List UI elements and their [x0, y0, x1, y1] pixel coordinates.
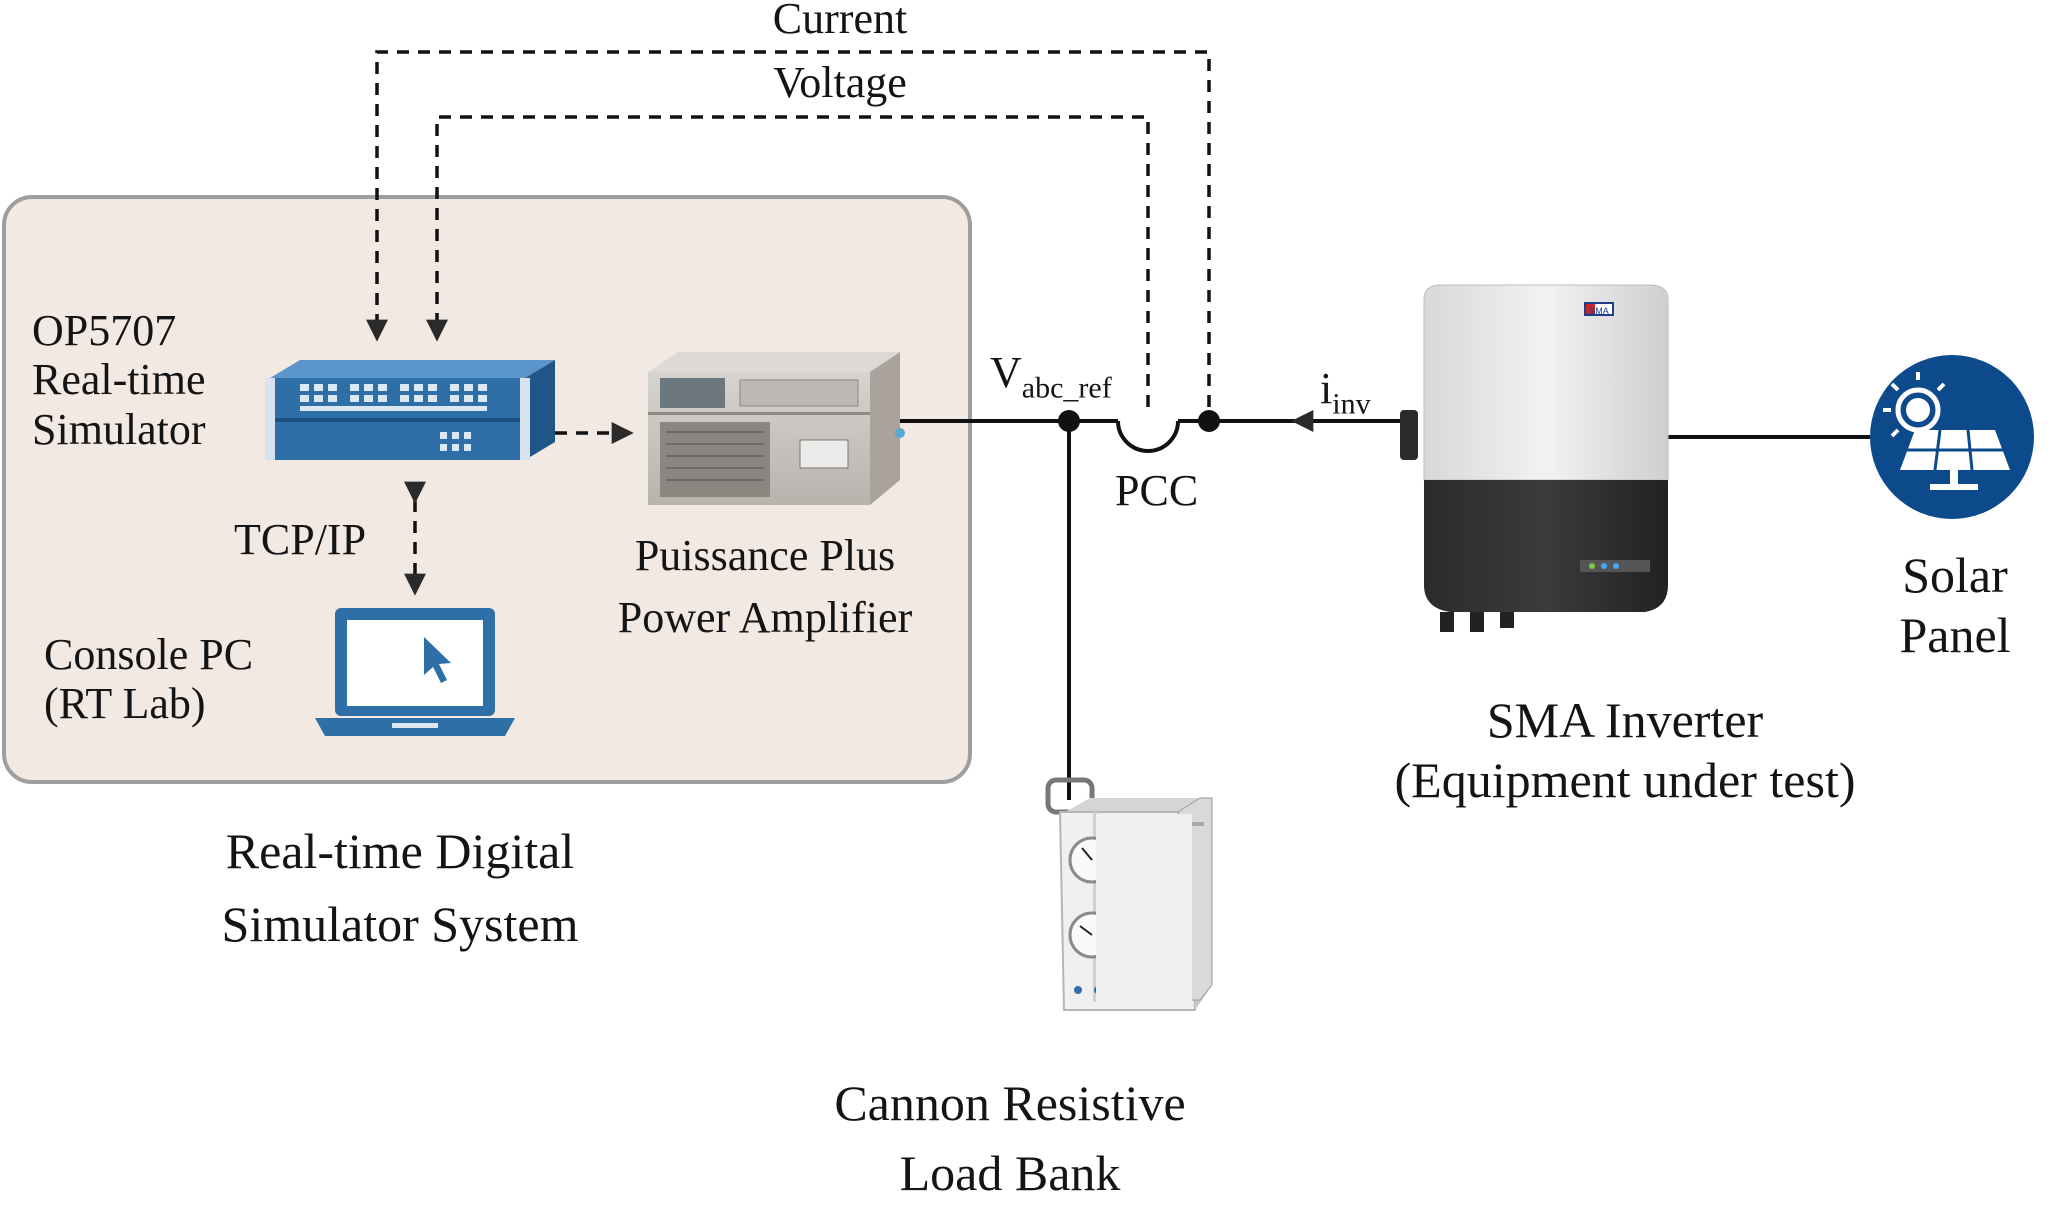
i-inv-label: iinv	[1320, 364, 1371, 421]
v-abc-ref-main: V	[990, 348, 1022, 397]
tcp-ip-label: TCP/IP	[234, 515, 367, 564]
pcc-label: PCC	[1115, 466, 1199, 515]
i-inv-sub: inv	[1332, 387, 1371, 421]
solar-panel-icon	[1870, 355, 2034, 519]
system-label-line1: Real-time Digital	[225, 823, 575, 879]
v-abc-ref-sub: abc_ref	[1021, 371, 1112, 405]
simulator-label-line3: Simulator	[32, 404, 206, 454]
load-bank-fan-face-svg	[1096, 814, 1192, 1004]
solar-label-line1: Solar	[1902, 547, 2008, 603]
console-pc-icon	[315, 608, 515, 736]
solar-label-line2: Panel	[1899, 607, 2011, 663]
simulator-system-box	[2, 195, 972, 784]
amplifier-label-line2: Power Amplifier	[617, 592, 913, 642]
console-pc-label-line1: Console PC	[44, 630, 254, 679]
load-bank-label: Cannon Resistive Load Bank	[770, 1068, 1250, 1208]
load-bank-side-vents	[1184, 822, 1204, 826]
voltage-label: Voltage	[773, 58, 907, 107]
amplifier-label-line1: Puissance Plus	[634, 531, 896, 580]
simulator-label-line1: OP5707	[32, 306, 177, 355]
load-bank-label-line1: Cannon Resistive	[834, 1075, 1186, 1131]
v-abc-ref-label: Vabc_ref	[990, 348, 1112, 405]
console-pc-label: Console PC (RT Lab)	[44, 630, 253, 729]
pcc-crossover	[1116, 420, 1180, 453]
inverter-label-line1: SMA Inverter	[1486, 692, 1764, 748]
amplifier-label: Puissance Plus Power Amplifier	[585, 525, 945, 648]
junction-dot-current	[1198, 410, 1220, 432]
side-vent	[1184, 822, 1204, 826]
inverter-label-line2: (Equipment under test)	[1394, 752, 1856, 808]
current-signal-line	[366, 50, 1211, 407]
sma-badge: SMA	[1589, 306, 1609, 316]
i-inv-main: i	[1320, 364, 1333, 413]
power-amplifier-icon	[648, 352, 905, 505]
junction-dot-vref	[1058, 410, 1080, 432]
sma-inverter-icon	[1400, 284, 1669, 632]
op5707-simulator-icon	[265, 360, 555, 460]
system-label: Real-time Digital Simulator System	[165, 815, 635, 960]
current-label: Current	[772, 0, 908, 43]
simulator-label-line2: Real-time	[32, 355, 206, 405]
console-pc-label-line2: (RT Lab)	[44, 679, 206, 729]
fan-face-bg	[1096, 814, 1192, 1004]
inverter-label: SMA Inverter (Equipment under test)	[1325, 690, 1925, 810]
system-label-line2: Simulator System	[221, 895, 579, 952]
simulator-label: OP5707 Real-time Simulator	[32, 306, 206, 454]
solar-label: Solar Panel	[1855, 545, 2055, 665]
load-bank-label-line2: Load Bank	[899, 1145, 1121, 1201]
